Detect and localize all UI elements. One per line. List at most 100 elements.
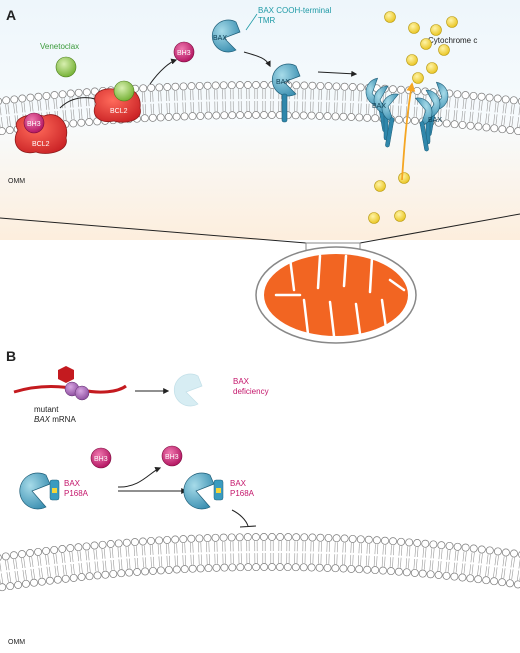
membrane-a-lipid-head	[140, 114, 149, 123]
membrane-a-lipid-tail	[352, 102, 354, 114]
membrane-a-lipid-tail	[9, 116, 11, 127]
bax-inserted: BAX	[271, 63, 301, 123]
membrane-a-lipid-tail	[37, 100, 39, 111]
membrane-b-lipid-head	[172, 565, 181, 574]
membrane-a-lipid-head	[243, 81, 252, 89]
membrane-b-lipid-head	[339, 564, 348, 573]
membrane-b-lipid-tail	[192, 542, 194, 553]
membrane-a-lipid-head	[187, 82, 196, 91]
bcl2-label-left: BCL2	[32, 141, 50, 148]
membrane-b-lipid-tail	[369, 543, 371, 554]
membrane-b-lipid-tail	[81, 563, 83, 574]
membrane-b-lipid-tail	[377, 544, 379, 555]
membrane-a-lipid-head	[308, 81, 317, 90]
membrane-a-lipid-tail	[457, 98, 459, 109]
membrane-b-lipid-head	[163, 535, 172, 544]
cytochrome-c-molecule	[438, 44, 450, 56]
membrane-b-lipid-tail	[461, 563, 463, 574]
bax-pore-unit-6	[415, 97, 433, 152]
bh3-label-b-right: BH3	[165, 454, 179, 461]
membrane-a-lipid-tail	[447, 109, 450, 120]
membrane-b-lipid-head	[356, 535, 365, 544]
omm-label-a: OMM	[8, 178, 25, 185]
membrane-b-lipid-tail	[54, 565, 57, 576]
membrane-a-lipid-tail	[53, 98, 55, 110]
membrane-b-lipid-tail	[141, 545, 143, 556]
membrane-b-lipid-head	[501, 548, 510, 557]
membrane-b-lipid-tail	[393, 545, 395, 556]
membrane-b-lipid-tail	[65, 564, 67, 575]
membrane-b-lipid-head	[156, 566, 165, 575]
membrane-b-lipid-head	[203, 534, 212, 543]
membrane-b-lipid-head	[14, 580, 23, 589]
membrane-b-lipid-tail	[41, 567, 43, 578]
membrane-b-lipid-tail	[510, 557, 513, 568]
membrane-b-lipid-tail	[463, 563, 466, 574]
membrane-a-lipid-head	[196, 111, 205, 120]
membrane-b-lipid-head	[292, 533, 301, 542]
membrane-b-lipid-head	[244, 563, 253, 572]
membrane-b-lipid-head	[34, 547, 43, 556]
membrane-b-lipid-tail	[446, 549, 449, 560]
membrane-b-lipid-head	[469, 544, 478, 553]
membrane-a-lipid-tail	[517, 117, 519, 128]
panel-a: A BH3 BCL2 Venetoclax BCL2 BH3 BAX	[0, 0, 520, 240]
bh3-ball-b-right	[161, 445, 183, 467]
membrane-a-lipid-tail	[168, 90, 170, 102]
membrane-a-lipid-tail	[461, 110, 463, 121]
membrane-b-lipid-tail	[457, 550, 459, 561]
membrane-b-lipid-head	[458, 573, 467, 582]
membrane-a-lipid-head	[347, 113, 356, 121]
membrane-b-lipid-tail	[103, 548, 106, 559]
membrane-b-lipid-tail	[86, 562, 89, 573]
membrane-a-lipid-head	[490, 124, 499, 133]
membrane-b-lipid-tail	[517, 570, 519, 581]
membrane-b-lipid-tail	[87, 550, 90, 561]
membrane-b-lipid-head	[477, 545, 486, 554]
membrane-a-lipid-head	[66, 89, 75, 98]
membrane-b-lipid-tail	[358, 543, 360, 554]
membrane-a-lipid-tail	[416, 106, 418, 117]
membrane-a-lipid-tail	[405, 106, 407, 117]
membrane-a-lipid-head	[219, 81, 228, 90]
membrane-b-lipid-tail	[390, 545, 392, 556]
membrane-a-lipid-head	[267, 111, 276, 119]
membrane-b-lipid-tail	[49, 566, 51, 577]
membrane-a-lipid-head	[2, 96, 11, 105]
membrane-b-lipid-head	[195, 534, 204, 543]
membrane-b-lipid-head	[6, 582, 15, 591]
membrane-b-lipid-tail	[438, 549, 441, 560]
membrane-b-lipid-tail	[128, 546, 130, 557]
membrane-b-lipid-head	[125, 568, 134, 577]
membrane-b-lipid-tail	[455, 562, 458, 573]
membrane-b-lipid-tail	[17, 571, 19, 582]
membrane-b-lipid-head	[275, 563, 284, 571]
membrane-a-lipid-head	[10, 95, 19, 104]
membrane-b-lipid-tail	[357, 555, 359, 566]
bh3-label-b-left: BH3	[94, 456, 108, 463]
membrane-a-lipid-tail	[31, 101, 34, 112]
membrane-b-lipid-tail	[30, 568, 33, 579]
membrane-b-lipid-tail	[85, 550, 87, 561]
membrane-a-lipid-tail	[373, 104, 375, 115]
membrane-b-lipid-head	[450, 572, 459, 581]
membrane-b-lipid-head	[187, 534, 196, 543]
membrane-a-lipid-head	[147, 83, 156, 92]
membrane-b-lipid-tail	[360, 555, 362, 566]
membrane-b-lipid-head	[445, 541, 454, 550]
panel-b-label: B	[6, 348, 16, 364]
membrane-b-lipid-tail	[63, 552, 66, 563]
membrane-a-lipid-tail	[145, 104, 147, 115]
membrane-b-lipid-tail	[62, 564, 65, 575]
membrane-a-lipid-head	[340, 82, 349, 91]
mutant-label: mutant	[34, 405, 59, 414]
membrane-b-lipid-head	[291, 563, 300, 572]
membrane-b-lipid-head	[74, 543, 83, 552]
membrane-a-lipid-head	[509, 96, 518, 105]
cytochrome-c-molecule	[430, 24, 442, 36]
cytochrome-c-molecule	[446, 16, 458, 28]
membrane-b-lipid-tail	[25, 569, 27, 580]
arrow-bax-to-membrane	[243, 51, 271, 68]
membrane-b-lipid-head	[482, 576, 491, 585]
membrane-b-lipid-head	[26, 549, 34, 557]
